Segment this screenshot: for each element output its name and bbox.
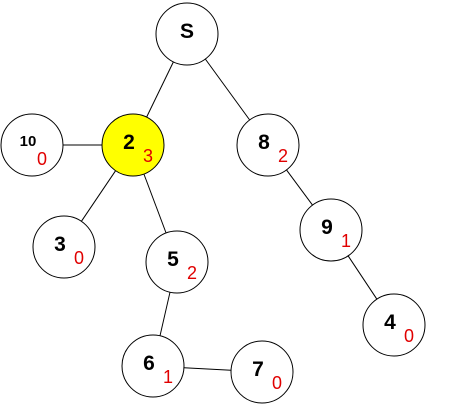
node-label-7: 7 — [252, 358, 264, 381]
node-4: 40 — [362, 293, 426, 357]
edge-5-6 — [159, 292, 171, 336]
node-circle-8 — [236, 113, 300, 177]
node-label-3: 3 — [54, 233, 66, 256]
edge-S-8 — [204, 58, 251, 121]
node-circle-10 — [0, 113, 64, 177]
node-circle-2 — [101, 113, 165, 177]
edges-layer — [63, 58, 378, 371]
node-value-2: 3 — [143, 146, 153, 166]
node-3: 30 — [32, 215, 96, 279]
edge-6-7 — [183, 367, 232, 371]
node-label-2: 2 — [123, 131, 135, 154]
edge-9-4 — [347, 255, 378, 300]
node-value-7: 0 — [272, 373, 282, 393]
node-5: 52 — [145, 230, 209, 294]
node-value-6: 1 — [163, 367, 173, 387]
node-7: 70 — [230, 340, 294, 404]
node-circle-4 — [362, 293, 426, 357]
node-label-8: 8 — [258, 131, 270, 154]
node-circle-7 — [230, 340, 294, 404]
node-label-9: 9 — [321, 216, 333, 239]
edge-8-9 — [286, 169, 313, 206]
node-value-8: 2 — [278, 146, 288, 166]
node-label-4: 4 — [384, 311, 396, 334]
node-circle-6 — [121, 334, 185, 398]
node-circle-9 — [299, 198, 363, 262]
edge-2-3 — [80, 170, 117, 222]
node-value-3: 0 — [74, 248, 84, 268]
node-circle-S — [155, 2, 219, 66]
node-label-10: 10 — [20, 133, 37, 150]
node-10: 100 — [0, 113, 64, 177]
node-6: 61 — [121, 334, 185, 398]
node-value-4: 0 — [404, 326, 414, 346]
node-9: 91 — [299, 198, 363, 262]
node-8: 82 — [236, 113, 300, 177]
node-2: 23 — [101, 113, 165, 177]
node-label-6: 6 — [143, 352, 155, 375]
node-label-S: S — [180, 20, 194, 43]
node-label-5: 5 — [167, 248, 179, 271]
node-value-9: 1 — [341, 231, 351, 251]
node-value-10: 0 — [37, 149, 47, 169]
edge-S-2 — [146, 61, 174, 118]
node-value-5: 2 — [187, 263, 197, 283]
node-S: S — [155, 2, 219, 66]
edge-2-5 — [143, 173, 167, 234]
node-circle-5 — [145, 230, 209, 294]
node-circle-3 — [32, 215, 96, 279]
